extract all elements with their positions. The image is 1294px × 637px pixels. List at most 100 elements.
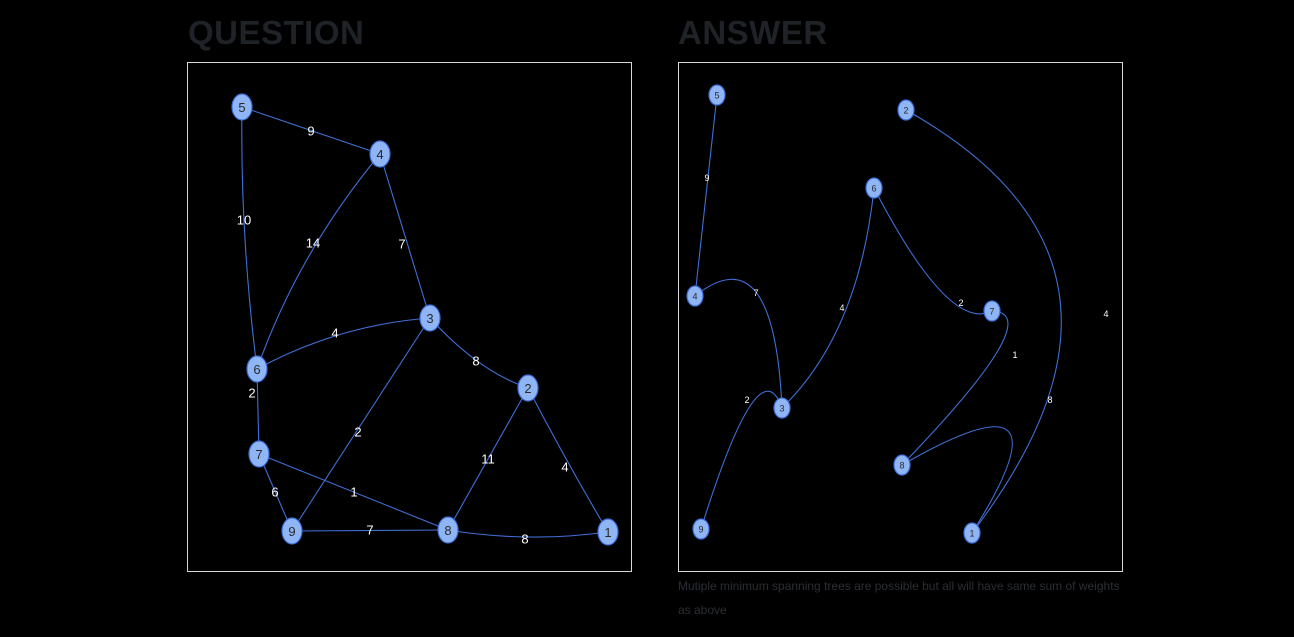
node-5-label: 5	[714, 91, 719, 101]
edge-weight-6-7: 2	[958, 298, 963, 308]
node-6-label: 6	[871, 184, 876, 194]
node-2: 2	[517, 374, 539, 402]
edge-weight-9-8: 7	[366, 523, 373, 538]
node-2-label: 2	[524, 381, 531, 396]
edge-weight-3-9: 2	[354, 425, 361, 440]
node-8-circle	[893, 454, 911, 476]
node-6: 6	[865, 177, 883, 199]
answer-graph: 9 7 4 2 1 8 4 25 2 6 4 7 3 8 9 1	[686, 84, 1109, 544]
edge-weight-3-2: 8	[472, 354, 479, 369]
edge-weight-3-9: 2	[744, 395, 749, 405]
edge-6-7	[256, 368, 260, 455]
node-4-label: 4	[692, 292, 697, 302]
node-8: 8	[893, 454, 911, 476]
node-9-label: 9	[288, 524, 295, 539]
node-2-label: 2	[903, 106, 908, 116]
node-3-circle	[773, 397, 791, 419]
edge-weight-8-1: 8	[521, 532, 528, 547]
node-7: 7	[983, 300, 1001, 322]
edge-6-3	[256, 317, 431, 370]
edge-9-8	[291, 529, 449, 532]
edges	[694, 94, 1062, 534]
node-4: 4	[369, 140, 391, 168]
node-2: 2	[897, 99, 915, 121]
node-4-circle	[369, 140, 391, 168]
node-1: 1	[597, 518, 619, 546]
node-5: 5	[231, 93, 253, 121]
node-9: 9	[692, 518, 710, 540]
node-4-label: 4	[376, 147, 383, 162]
edge-3-9	[291, 317, 431, 532]
edge-3-2	[429, 317, 529, 389]
question-heading: QUESTION	[188, 14, 365, 51]
edge-2-1	[527, 387, 609, 533]
node-8-circle	[437, 516, 459, 544]
node-9-label: 9	[698, 525, 703, 535]
answer-note: Mutiple minimum spanning trees are possi…	[678, 579, 1120, 617]
node-3: 3	[773, 397, 791, 419]
node-1-circle	[597, 518, 619, 546]
answer-heading: ANSWER	[678, 14, 828, 51]
nodes: 5 2 6 4 7 3 8 9 1	[686, 84, 1001, 544]
edges	[241, 106, 609, 538]
edge-weight-2-8: 11	[481, 452, 495, 467]
edge-weight-4-3: 7	[398, 237, 405, 252]
node-9-circle	[692, 518, 710, 540]
node-8-label: 8	[899, 461, 904, 471]
node-5-circle	[708, 84, 726, 106]
node-1-circle	[963, 522, 981, 544]
edge-4-6	[256, 153, 381, 370]
edge-5-6	[241, 106, 258, 370]
node-5: 5	[708, 84, 726, 106]
node-7-circle	[248, 440, 270, 468]
edge-weight-5-4: 9	[704, 173, 709, 183]
node-2-circle	[517, 374, 539, 402]
nodes: 5 4 3 6 2 7 9 8 1	[231, 93, 619, 546]
edge-weight-4-6: 14	[306, 236, 320, 251]
node-7-label: 7	[255, 447, 262, 462]
node-8: 8	[437, 516, 459, 544]
node-6: 6	[246, 355, 268, 383]
node-6-label: 6	[253, 362, 260, 377]
node-8-label: 8	[444, 523, 451, 538]
edge-weight-6-7: 2	[248, 386, 255, 401]
edge-weight-7-8: 1	[1012, 350, 1017, 360]
edge-8-1	[901, 426, 1013, 534]
node-3: 3	[419, 304, 441, 332]
node-7-circle	[983, 300, 1001, 322]
edge-4-3	[694, 278, 783, 409]
edge-weight-5-6: 10	[237, 213, 251, 228]
edge-5-4	[241, 106, 381, 155]
edge-weight-5-4: 9	[307, 124, 314, 139]
node-9-circle	[281, 517, 303, 545]
edge-weight-2-1: 4	[561, 460, 568, 475]
edge-5-4	[694, 94, 718, 297]
edge-7-9	[258, 453, 293, 532]
edge-6-3	[781, 187, 875, 409]
edge-weight-2-1: 4	[1103, 309, 1108, 319]
node-9: 9	[281, 517, 303, 545]
edge-2-8	[447, 387, 529, 531]
node-2-circle	[897, 99, 915, 121]
edge-3-9	[700, 390, 783, 530]
node-5-label: 5	[238, 100, 245, 115]
edge-7-8	[901, 310, 1009, 466]
node-4-circle	[686, 285, 704, 307]
node-1: 1	[963, 522, 981, 544]
edge-2-1	[905, 109, 1062, 534]
edge-weights: 9 10 14 7 4 8 2 2 11 4 6 1 7 8	[237, 124, 569, 547]
node-4: 4	[686, 285, 704, 307]
node-3-label: 3	[426, 311, 433, 326]
edge-6-7	[873, 187, 993, 315]
edge-weight-4-3: 7	[753, 288, 758, 298]
edge-weight-7-8: 1	[350, 485, 357, 500]
edge-weight-6-3: 4	[331, 326, 338, 341]
node-6-circle	[246, 355, 268, 383]
edge-7-8	[258, 453, 449, 531]
edge-weight-8-1: 8	[1047, 395, 1052, 405]
node-7-label: 7	[989, 307, 994, 317]
